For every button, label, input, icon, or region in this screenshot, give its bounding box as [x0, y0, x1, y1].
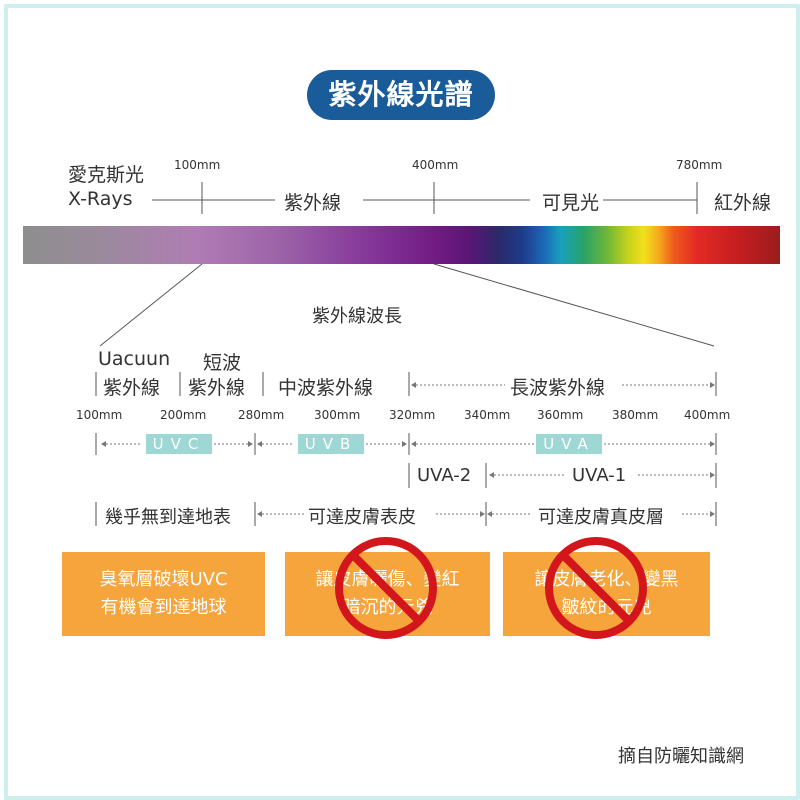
tick-300: 300mm [314, 408, 361, 422]
nm780-label: 780mm [676, 158, 723, 172]
band-vacuum-line1: Uacuun [98, 348, 171, 370]
badge-uvb: UVB [298, 434, 364, 454]
tick-340: 340mm [464, 408, 511, 422]
page-frame [4, 4, 800, 800]
reach-uvb: 可達皮膚表皮 [308, 507, 416, 528]
prohibit-icon-uva [545, 537, 647, 639]
band-mid: 中波紫外線 [278, 377, 374, 399]
tick-360: 360mm [537, 408, 584, 422]
badge-uva: UVA [536, 434, 602, 454]
card-uvc-line2: 有機會到達地球 [100, 597, 227, 618]
nm400-label: 400mm [412, 158, 459, 172]
reach-uvc: 幾乎無到達地表 [105, 507, 231, 528]
band-long: 長波紫外線 [510, 377, 606, 399]
uva2-label: UVA-2 [417, 465, 472, 486]
source-credit: 摘自防曬知識網 [618, 746, 744, 767]
prohibit-icon-uvb [335, 537, 437, 639]
band-vacuum-line2: 紫外線 [103, 377, 161, 399]
card-uvb-line1: 讓皮膚曬傷、變紅 [315, 569, 460, 590]
uv-label: 紫外線 [284, 192, 342, 214]
card-uva-line2: 皺紋的元兇 [561, 597, 652, 618]
nm100-label: 100mm [174, 158, 221, 172]
xray-label-en: X-Rays [68, 188, 133, 210]
tick-280: 280mm [238, 408, 285, 422]
uva1-label: UVA-1 [572, 465, 627, 486]
tick-200: 200mm [160, 408, 207, 422]
band-short-line1: 短波 [203, 352, 242, 374]
tick-380: 380mm [612, 408, 659, 422]
ir-label: 紅外線 [714, 192, 772, 214]
page-title: 紫外線光譜 [307, 70, 495, 120]
spectrum-bar [23, 226, 780, 264]
visible-label: 可見光 [542, 192, 600, 214]
tick-100: 100mm [76, 408, 123, 422]
tick-400: 400mm [684, 408, 731, 422]
badge-uvc: UVC [146, 434, 212, 454]
card-uvc-line1: 臭氧層破壞UVC [99, 569, 228, 590]
xray-label-zh: 愛克斯光 [68, 164, 145, 186]
card-uvc: 臭氧層破壞UVC 有機會到達地球 [62, 552, 265, 636]
band-short-line2: 紫外線 [188, 377, 246, 399]
reach-uva: 可達皮膚真皮層 [538, 507, 664, 528]
wavelength-title: 紫外線波長 [312, 306, 402, 327]
tick-320: 320mm [389, 408, 436, 422]
